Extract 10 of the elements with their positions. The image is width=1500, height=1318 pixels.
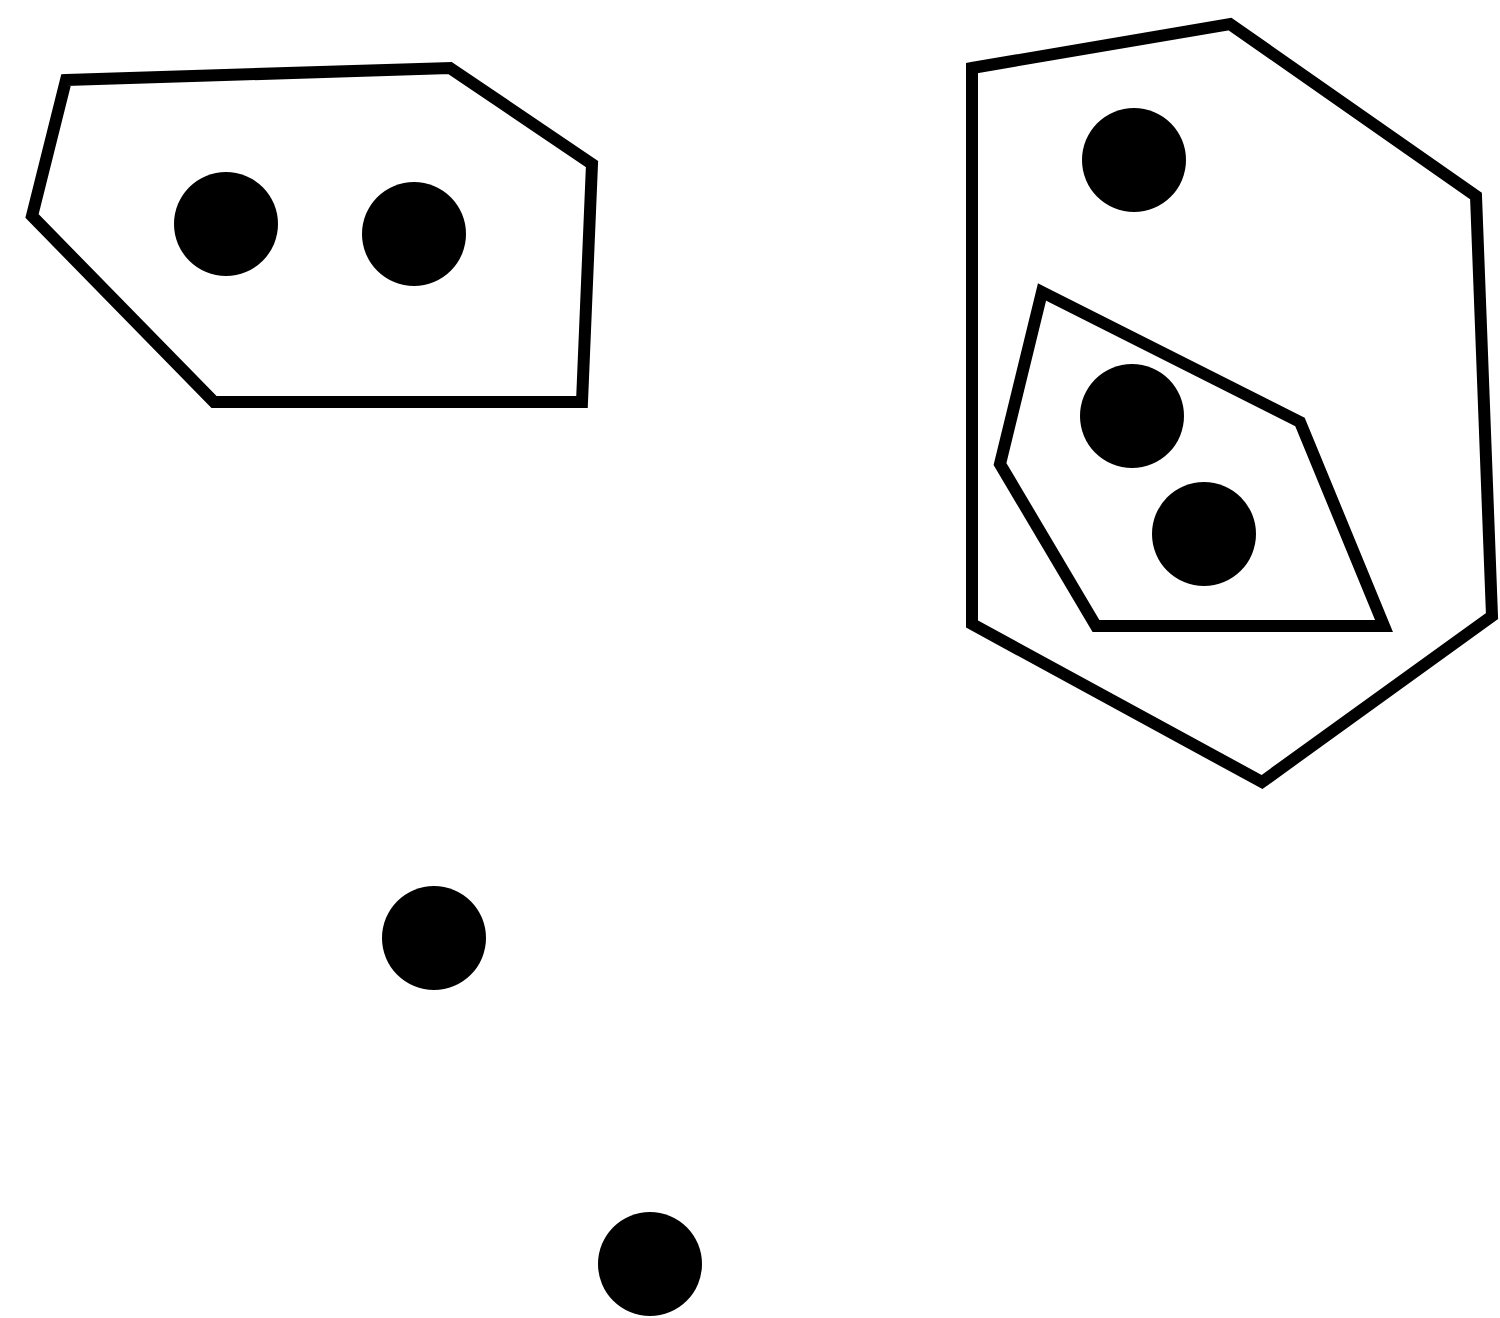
dot xyxy=(598,1212,702,1316)
dot xyxy=(174,172,278,276)
dot xyxy=(382,886,486,990)
dot xyxy=(1080,364,1184,468)
dot xyxy=(1152,482,1256,586)
cluster-outline xyxy=(994,286,1392,634)
dot xyxy=(362,182,466,286)
cluster-outline xyxy=(968,20,1500,786)
dot xyxy=(1082,108,1186,212)
cluster-outline xyxy=(28,64,598,406)
